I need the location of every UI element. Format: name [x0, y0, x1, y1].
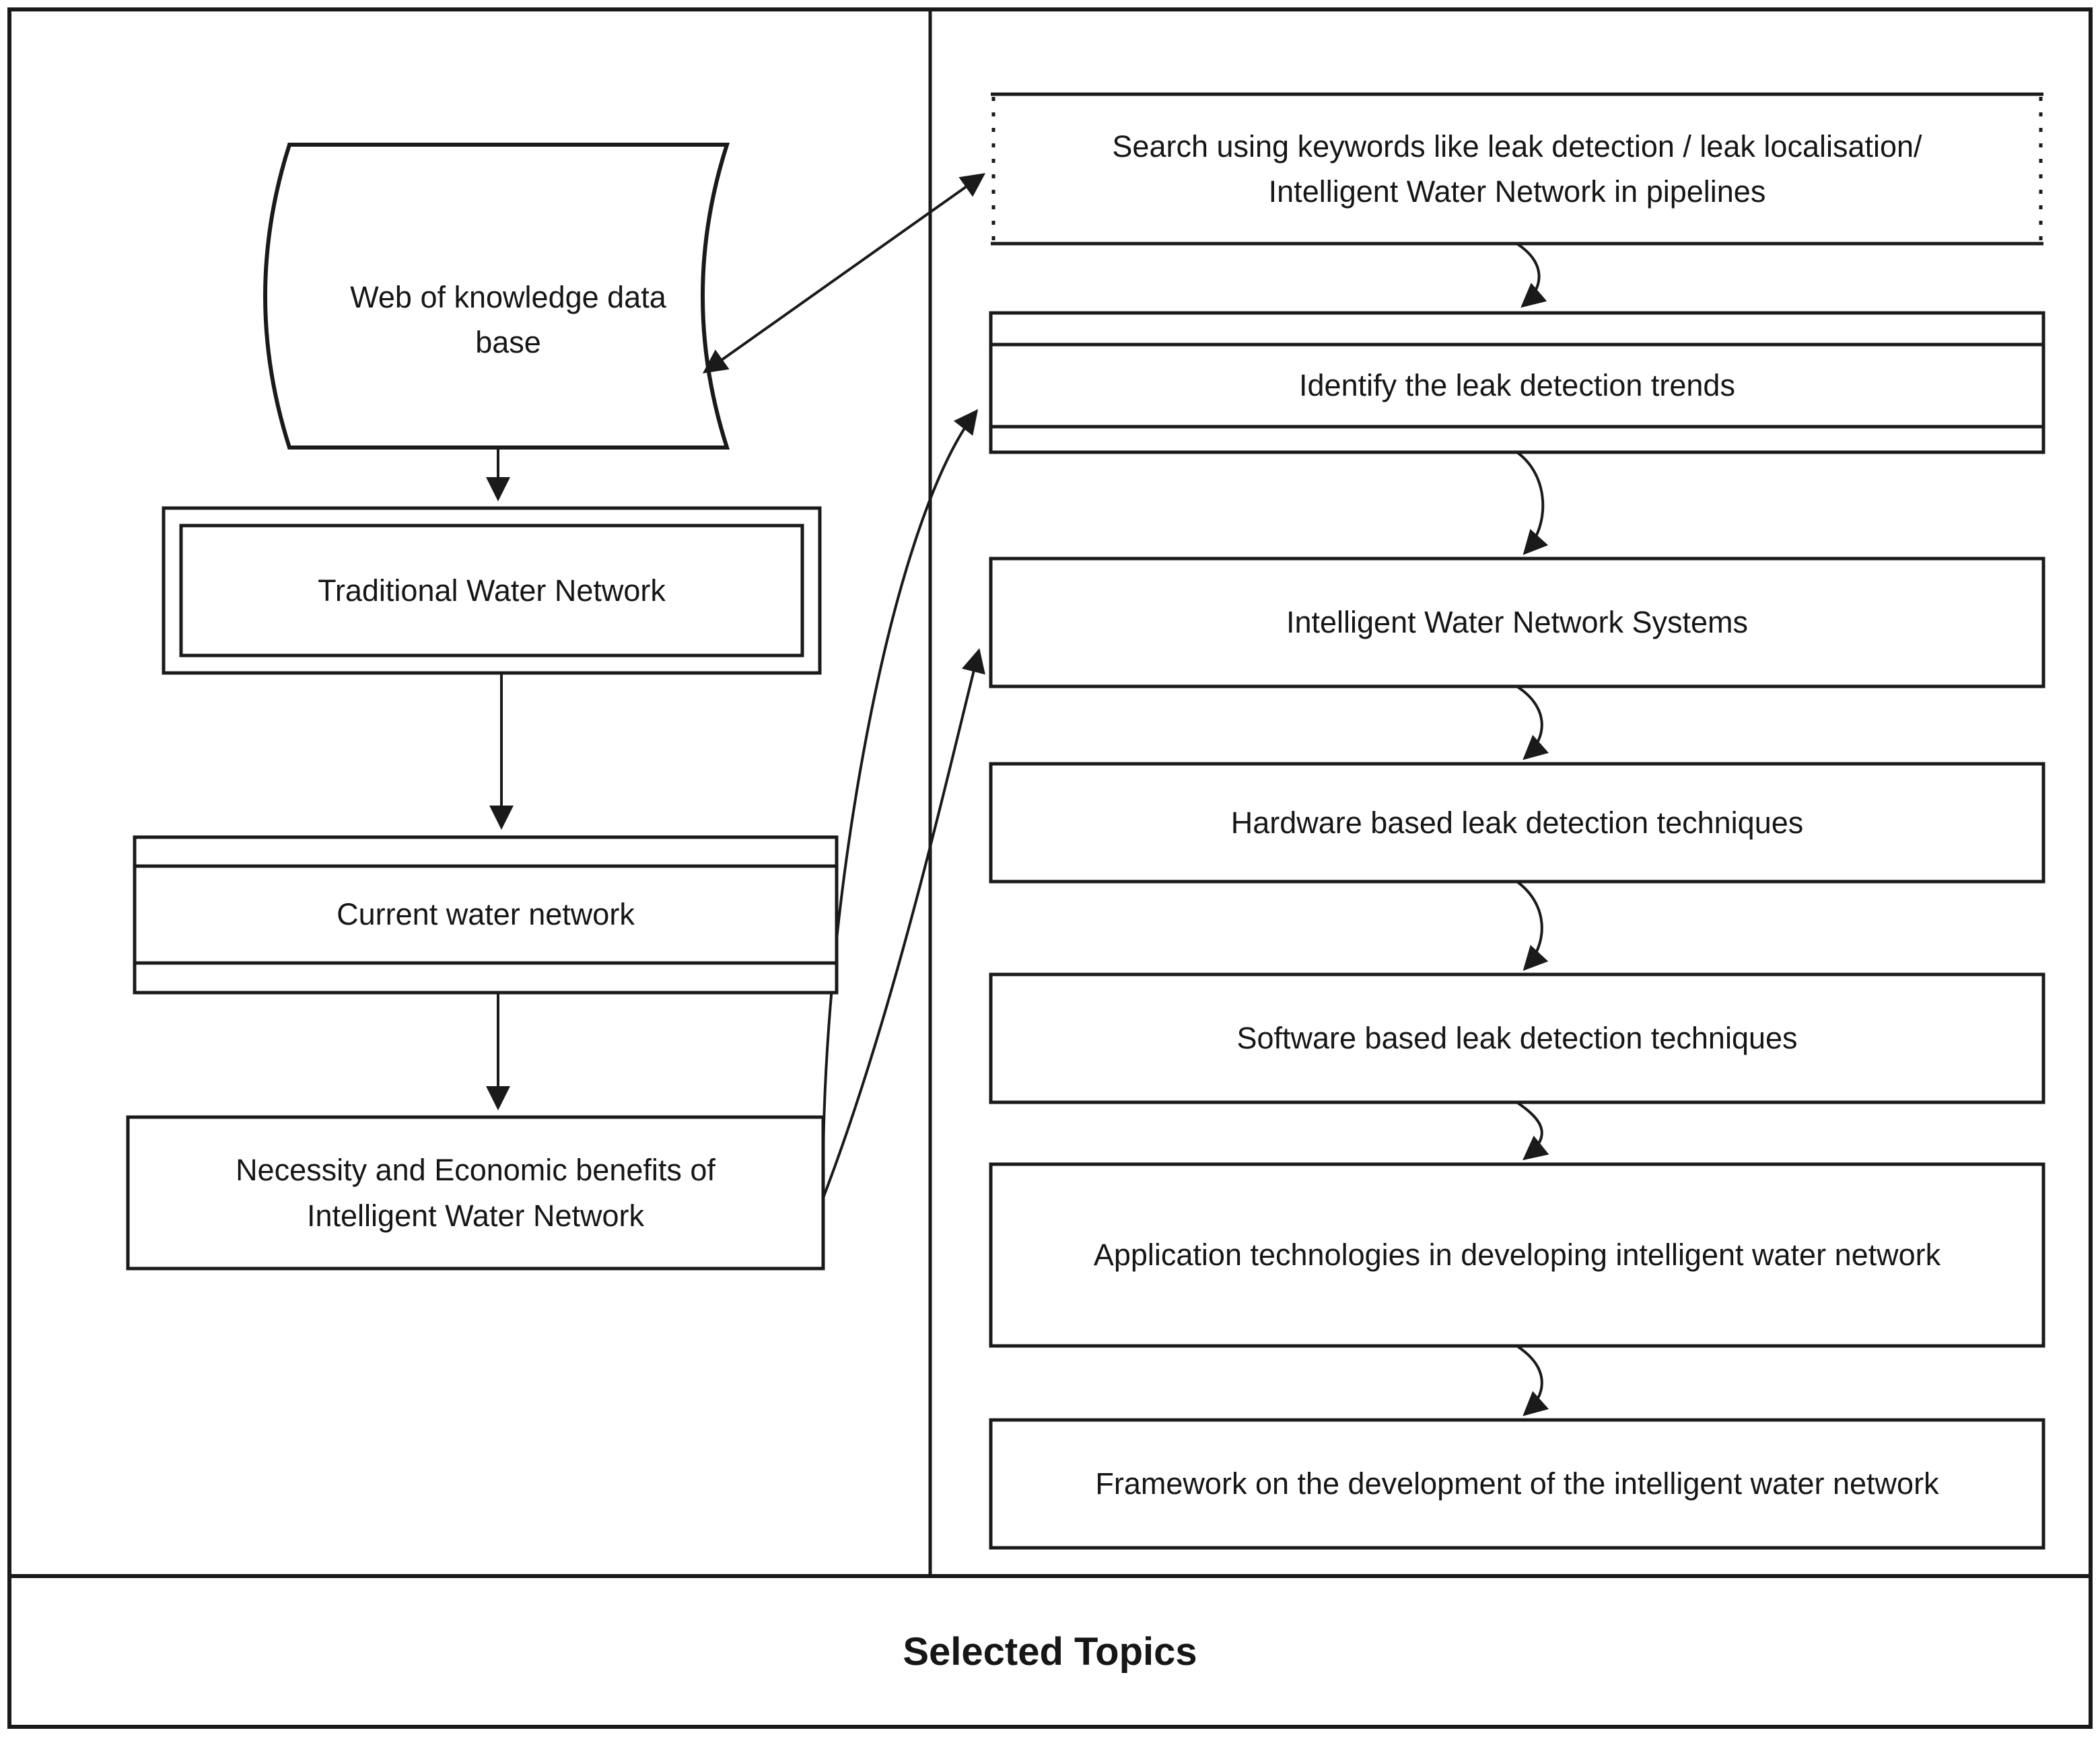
- step-hardware-label: Hardware based leak detection techniques: [1230, 805, 1804, 840]
- connector-hardware-software: [1516, 881, 1549, 971]
- double-arrow-db-search: [702, 173, 986, 373]
- outer-border: [7, 7, 2093, 1729]
- connector-software-application: [1516, 1102, 1549, 1161]
- framework-box: [989, 1418, 2045, 1550]
- connector-search-identify: [1516, 243, 1547, 308]
- connector-application-framework: [1516, 1345, 1549, 1417]
- step-application-label: Application technologies in developing i…: [1093, 1238, 1941, 1273]
- database-label: Web of knowledge data base: [289, 195, 727, 444]
- traditional-label: Traditional Water Network: [318, 573, 666, 608]
- step-software-label: Software based leak detection techniques: [1236, 1021, 1798, 1056]
- step-iwns-label: Intelligent Water Network Systems: [1286, 605, 1749, 640]
- search-label: Search using keywords like leak detectio…: [991, 94, 2043, 244]
- software-box: [989, 972, 2045, 1104]
- footer-title: Selected Topics: [903, 1629, 1197, 1674]
- application-box: [989, 1162, 2045, 1348]
- search-label-line1: Search using keywords like leak detectio…: [1112, 129, 1922, 164]
- iwns-box: [989, 557, 2045, 688]
- necessity-box: [126, 1115, 825, 1271]
- traditional-box-outer: [162, 506, 822, 675]
- traditional-box-inner: [179, 524, 804, 657]
- connector-identify-iwns: [1516, 452, 1549, 555]
- necessity-label-line1: Necessity and Economic benefits of: [236, 1153, 715, 1187]
- search-label-line2: Intelligent Water Network in pipelines: [1268, 174, 1766, 209]
- database-label-line1: Web of knowledge data: [350, 279, 666, 314]
- identify-box: [989, 311, 2045, 454]
- hardware-box: [989, 762, 2045, 884]
- step-framework-label: Framework on the development of the inte…: [1095, 1466, 1939, 1501]
- curve-arrow-to-identify: [821, 409, 979, 1178]
- current-box: [133, 835, 839, 995]
- step-identify-label: Identify the leak detection trends: [1299, 368, 1735, 403]
- necessity-label: Necessity and Economic benefits of Intel…: [128, 1117, 823, 1269]
- necessity-label-line2: Intelligent Water Network: [306, 1198, 645, 1233]
- curve-arrow-to-iwns: [822, 648, 985, 1199]
- current-label: Current water network: [337, 897, 635, 932]
- connector-iwns-hardware: [1516, 686, 1549, 760]
- database-label-line2: base: [475, 325, 541, 359]
